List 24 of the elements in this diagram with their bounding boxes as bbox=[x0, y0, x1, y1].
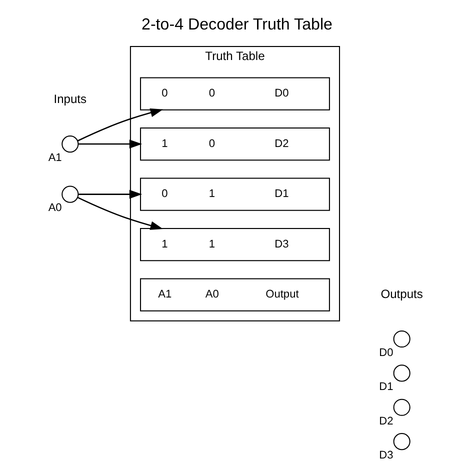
node-label: D1 bbox=[379, 381, 394, 394]
node-circle bbox=[62, 186, 79, 203]
arrow bbox=[77, 108, 164, 142]
arrow bbox=[78, 190, 142, 199]
label: Inputs bbox=[54, 92, 87, 106]
arrow bbox=[77, 196, 164, 230]
node-label: D0 bbox=[379, 346, 394, 359]
node-label: A1 bbox=[48, 152, 62, 164]
node-box: 0 0 D0 bbox=[140, 77, 330, 110]
node-circle bbox=[393, 364, 410, 382]
label: Outputs bbox=[380, 286, 423, 301]
node-box: 0 1 D1 bbox=[140, 178, 330, 211]
node-box: A1 A0 Output bbox=[140, 278, 330, 312]
arrow bbox=[78, 140, 142, 148]
node-box: 1 0 D2 bbox=[140, 127, 330, 161]
node-circle bbox=[393, 432, 410, 450]
node-circle bbox=[62, 135, 79, 153]
node-label: D2 bbox=[379, 415, 394, 428]
node-box: 1 1 D3 bbox=[140, 228, 330, 262]
diagram-title: 2-to-4 Decoder Truth Table bbox=[142, 15, 332, 34]
node-label: D3 bbox=[379, 449, 394, 462]
node-circle bbox=[393, 330, 410, 348]
node-circle bbox=[393, 398, 410, 416]
node-label: A0 bbox=[48, 202, 62, 214]
